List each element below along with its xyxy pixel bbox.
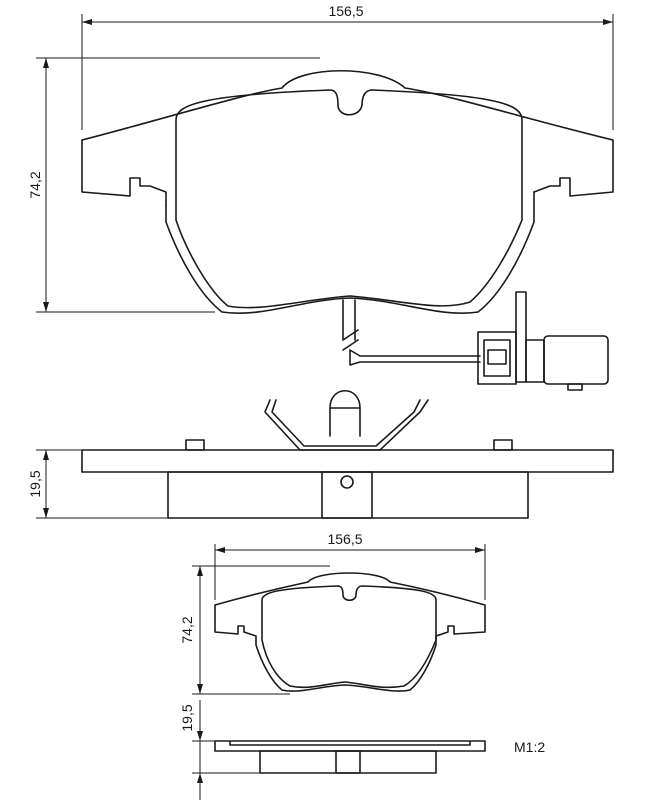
side-thickness-label: 19,5 [27,470,43,497]
small-side-plate [214,740,486,752]
top-width-label: 156,5 [328,3,363,19]
brake-pad-top-view: 156,5 74,2 [27,3,614,391]
small-thickness-label: 19,5 [179,704,195,731]
top-height-label: 74,2 [27,171,43,198]
small-backing-plate [214,572,486,692]
friction-pad-outline [175,89,523,309]
side-backing-plate [81,449,614,473]
spring-clip [264,390,429,451]
small-width-label: 156,5 [327,531,362,547]
side-friction-material [167,471,529,519]
small-scale-view: 156,5 74,2 19,5 M1:2 [179,531,545,800]
wear-sensor-wire [342,299,481,366]
scale-label: M1:2 [514,739,545,755]
small-side-friction [259,750,437,774]
small-friction-pad [261,585,437,689]
backing-plate-lower [165,191,535,314]
small-height-label: 74,2 [179,616,195,643]
brake-pad-side-view: 19,5 [27,390,614,519]
backing-plate-outline [81,69,614,206]
sensor-plug [543,335,609,385]
